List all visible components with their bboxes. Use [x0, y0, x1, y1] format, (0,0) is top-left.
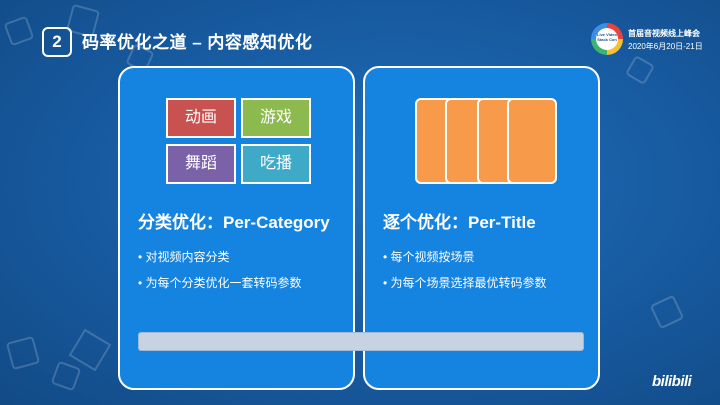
- title-card-4: [507, 98, 557, 184]
- per-category-heading: 分类优化：Per-Category: [138, 213, 330, 232]
- category-tile-game: 游戏: [241, 98, 311, 138]
- slide-title: 码率优化之道 – 内容感知优化: [82, 33, 313, 52]
- event-name: 首届音视频线上峰会: [628, 29, 700, 38]
- per-category-bullet-2: • 为每个分类优化一套转码参数: [138, 276, 302, 290]
- per-title-heading: 逐个优化：Per-Title: [383, 213, 536, 232]
- section-number-badge: 2: [42, 27, 72, 57]
- category-tile-dance: 舞蹈: [166, 144, 236, 184]
- event-date: 2020年6月20日-21日: [628, 42, 703, 51]
- category-tile-animation: 动画: [166, 98, 236, 138]
- per-title-bullet-2: • 为每个场景选择最优转码参数: [383, 276, 547, 290]
- event-logo: [591, 23, 623, 55]
- bilibili-logo: bilibili: [652, 373, 692, 390]
- per-category-bullet-1: • 对视频内容分类: [138, 250, 230, 264]
- category-tile-mukbang: 吃播: [241, 144, 311, 184]
- event-logo-text: Live Video Stack Con: [597, 32, 617, 42]
- spanning-bar: [138, 332, 584, 351]
- per-title-bullet-1: • 每个视频按场景: [383, 250, 475, 264]
